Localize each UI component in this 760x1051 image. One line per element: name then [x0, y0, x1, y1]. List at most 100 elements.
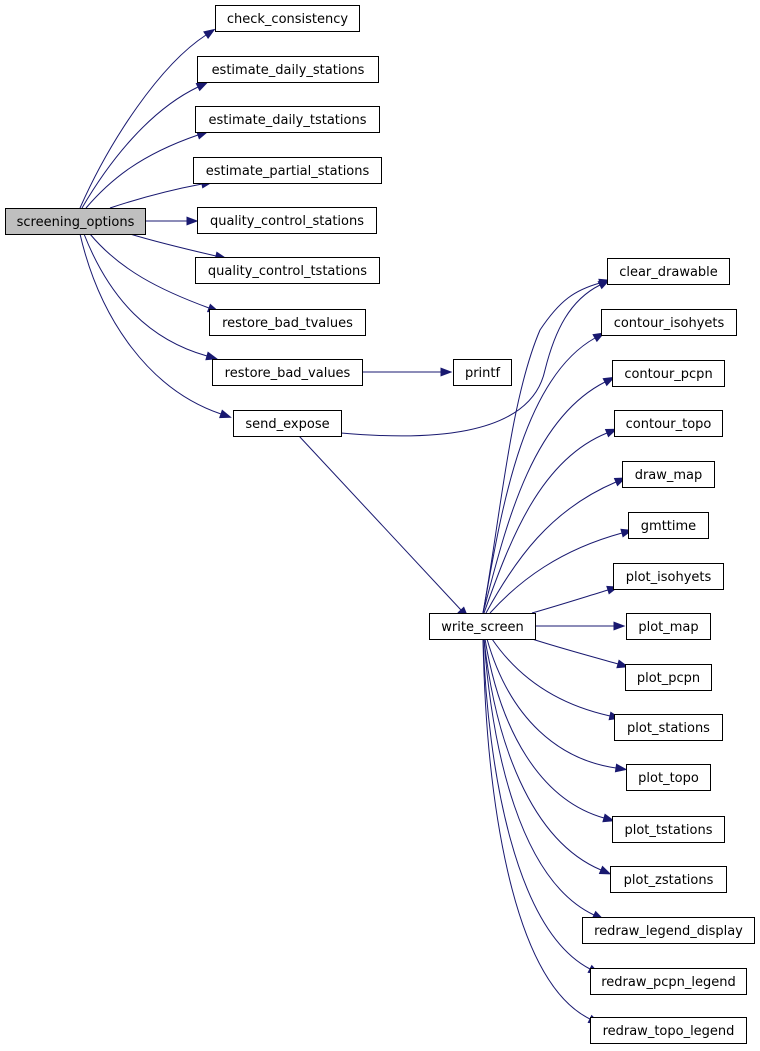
node-box: [590, 1017, 747, 1044]
edge-line: [109, 183, 203, 209]
arrowhead-icon: [613, 621, 626, 631]
arrowhead-icon: [440, 367, 453, 377]
node-quality-control-stations[interactable]: quality_control_stations: [197, 207, 377, 234]
node-box: [612, 360, 725, 387]
edge-line: [482, 638, 591, 1020]
edge-write_screen-to-plot_zstations: [483, 638, 612, 875]
node-box: [614, 714, 723, 741]
edge-line: [485, 481, 617, 614]
node-box: [212, 359, 363, 386]
node-label: estimate_daily_stations: [212, 63, 365, 78]
arrowhead-icon: [205, 351, 218, 361]
edge-line: [484, 638, 605, 819]
edge-line: [340, 284, 601, 437]
node-contour-topo[interactable]: contour_topo: [614, 410, 723, 437]
node-box: [628, 512, 709, 539]
node-restore-bad-values[interactable]: restore_bad_values: [212, 359, 363, 386]
edge-restore_bad_values-to-printf: [362, 367, 453, 377]
node-label: plot_topo: [638, 771, 699, 786]
edge-line: [483, 432, 608, 614]
edge-line: [491, 638, 611, 717]
node-label: clear_drawable: [619, 265, 718, 280]
node-label: redraw_topo_legend: [603, 1024, 735, 1039]
node-plot-isohyets[interactable]: plot_isohyets: [613, 563, 724, 590]
node-redraw-topo-legend[interactable]: redraw_topo_legend: [590, 1017, 747, 1044]
node-send-expose[interactable]: send_expose: [233, 410, 342, 437]
edge-screening_options-to-estimate_daily_tstations: [85, 130, 209, 209]
arrowhead-icon: [602, 813, 615, 823]
node-screening-options[interactable]: screening_options: [5, 208, 146, 235]
arrowhead-icon: [203, 28, 216, 40]
node-label: contour_isohyets: [614, 316, 725, 331]
node-box: [5, 208, 146, 235]
node-redraw-legend-display[interactable]: redraw_legend_display: [582, 917, 755, 944]
edge-line: [83, 233, 208, 357]
node-box: [625, 664, 712, 691]
edge-write_screen-to-plot_pcpn: [531, 638, 629, 669]
node-plot-stations[interactable]: plot_stations: [614, 714, 723, 741]
node-plot-zstations[interactable]: plot_zstations: [610, 866, 727, 893]
edge-line: [483, 638, 595, 916]
edge-line: [489, 532, 623, 614]
node-label: quality_control_tstations: [208, 264, 367, 279]
node-label: check_consistency: [227, 12, 349, 27]
node-box: [195, 257, 380, 284]
edge-screening_options-to-estimate_partial_stations: [109, 179, 214, 209]
edge-line: [81, 86, 199, 209]
edge-line: [486, 638, 617, 769]
node-write-screen[interactable]: write_screen: [429, 613, 536, 640]
node-plot-pcpn[interactable]: plot_pcpn: [625, 664, 712, 691]
node-draw-map[interactable]: draw_map: [622, 461, 715, 488]
node-box: [197, 207, 377, 234]
node-quality-control-tstations[interactable]: quality_control_tstations: [195, 257, 380, 284]
node-plot-topo[interactable]: plot_topo: [626, 764, 711, 791]
node-clear-drawable[interactable]: clear_drawable: [607, 258, 730, 285]
node-label: estimate_partial_stations: [206, 164, 370, 179]
node-estimate-partial-stations[interactable]: estimate_partial_stations: [193, 157, 382, 184]
edge-write_screen-to-plot_map: [535, 621, 626, 631]
node-restore-bad-tvalues[interactable]: restore_bad_tvalues: [209, 309, 366, 336]
edge-line: [531, 638, 619, 665]
node-label: contour_topo: [626, 417, 712, 432]
node-gmttime[interactable]: gmttime: [628, 512, 709, 539]
node-box: [590, 968, 747, 995]
arrowhead-icon: [604, 428, 618, 438]
node-printf[interactable]: printf: [453, 359, 512, 386]
arrowhead-icon: [598, 865, 612, 875]
edge-screening_options-to-restore_bad_values: [83, 233, 218, 361]
node-check-consistency[interactable]: check_consistency: [215, 5, 360, 32]
arrowhead-icon: [598, 278, 611, 288]
edge-write_screen-to-contour_pcpn: [482, 376, 616, 614]
node-label: plot_zstations: [624, 873, 714, 888]
edge-write_screen-to-plot_isohyets: [531, 585, 619, 614]
edge-write_screen-to-redraw_topo_legend: [482, 638, 601, 1025]
node-box: [622, 461, 715, 488]
arrowhead-icon: [219, 409, 232, 419]
node-estimate-daily-stations[interactable]: estimate_daily_stations: [197, 56, 379, 83]
edge-write_screen-to-redraw_pcpn_legend: [482, 638, 601, 975]
edge-line: [79, 34, 207, 209]
node-label: restore_bad_values: [225, 366, 351, 381]
edge-line: [89, 233, 210, 309]
edge-write_screen-to-contour_topo: [483, 428, 618, 614]
node-label: plot_tstations: [624, 823, 712, 838]
node-box: [626, 613, 711, 640]
edge-line: [129, 233, 217, 257]
arrowhead-icon: [195, 82, 209, 92]
node-label: screening_options: [17, 215, 135, 230]
node-box: [209, 309, 366, 336]
node-box: [614, 410, 723, 437]
node-plot-tstations[interactable]: plot_tstations: [612, 816, 725, 843]
node-contour-pcpn[interactable]: contour_pcpn: [612, 360, 725, 387]
node-redraw-pcpn-legend[interactable]: redraw_pcpn_legend: [590, 968, 747, 995]
node-label: plot_stations: [627, 721, 710, 736]
arrowhead-icon: [614, 763, 628, 773]
node-box: [612, 816, 725, 843]
node-plot-map[interactable]: plot_map: [626, 613, 711, 640]
edge-line: [298, 435, 462, 611]
edge-screening_options-to-check_consistency: [79, 28, 216, 209]
node-contour-isohyets[interactable]: contour_isohyets: [601, 309, 737, 336]
edge-send_expose-to-write_screen: [298, 435, 469, 619]
node-estimate-daily-tstations[interactable]: estimate_daily_tstations: [195, 106, 380, 133]
node-label: plot_pcpn: [637, 671, 700, 686]
